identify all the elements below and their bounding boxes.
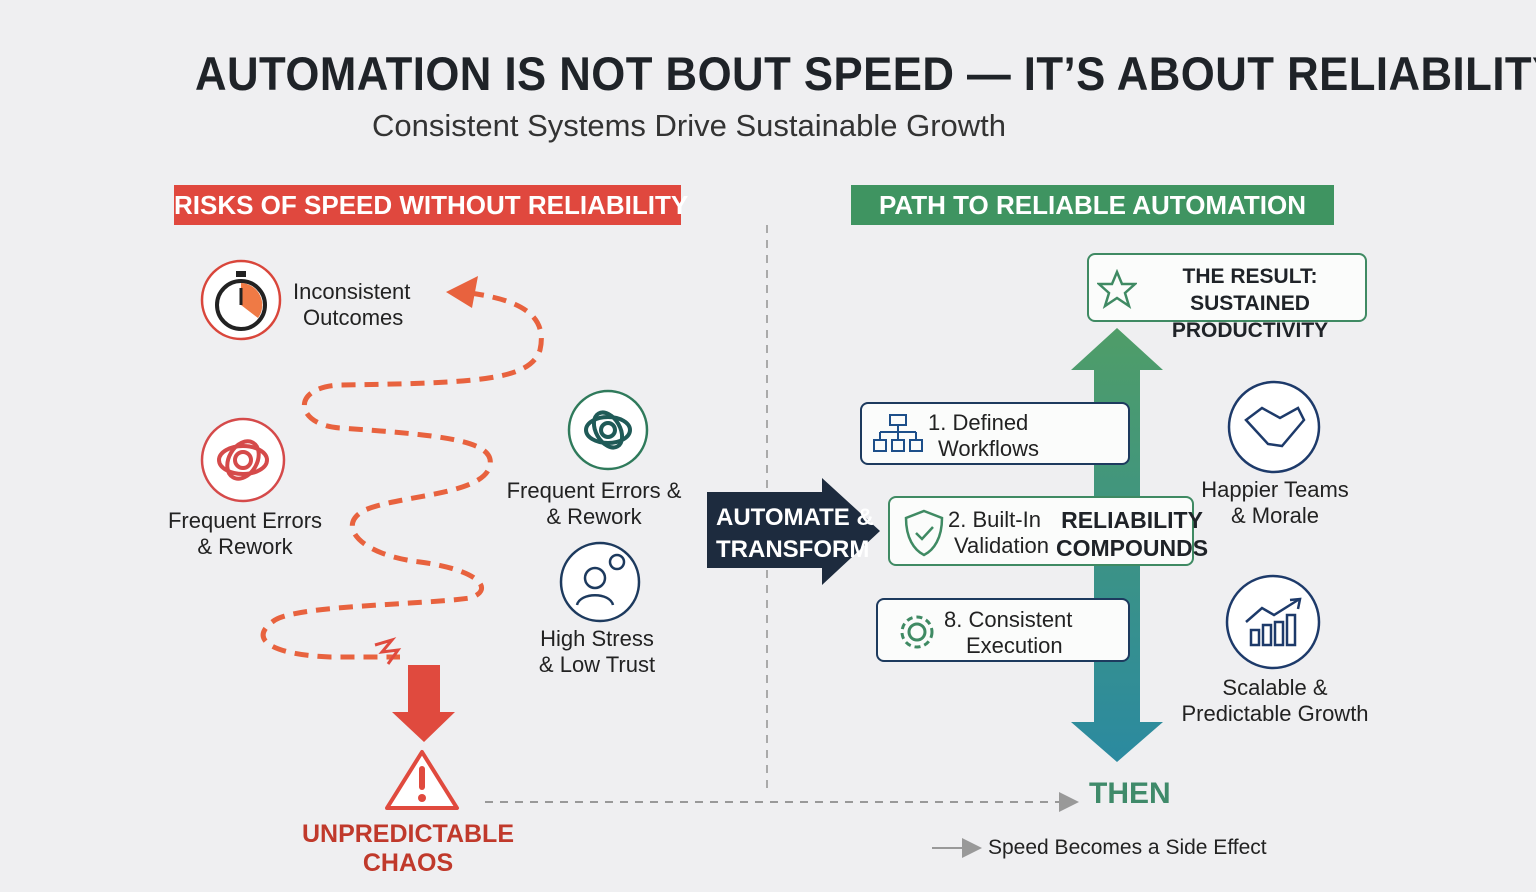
growth-chart-icon <box>1225 574 1321 670</box>
path-banner: PATH TO RELIABLE AUTOMATION <box>851 185 1334 225</box>
shield-check-icon <box>904 509 944 557</box>
benefit-line1: Happier Teams <box>1201 477 1349 502</box>
risk-item-errors-left: Frequent Errors & Rework <box>145 508 345 560</box>
stopwatch-icon <box>200 259 282 341</box>
benefit-scalable-growth: Scalable & Predictable Growth <box>1165 675 1385 727</box>
step-built-in-validation: 2. Built-In Validation RELIABILITY COMPO… <box>888 496 1208 566</box>
step-defined-workflows: 1. Defined Workflows <box>860 402 1130 465</box>
star-icon <box>1097 269 1137 309</box>
benefit-line2: Predictable Growth <box>1181 701 1369 726</box>
result-line1: THE RESULT: SUSTAINED <box>1182 265 1318 315</box>
step-line1: 2. Built-In <box>948 507 1041 532</box>
automate-arrow-shape <box>707 478 880 585</box>
warning-icon <box>385 750 459 810</box>
step-consistent-execution: 8. Consistent Execution <box>876 598 1130 662</box>
cycle-icon <box>567 389 649 471</box>
automate-line2: TRANSFORM <box>716 536 870 563</box>
confused-person-icon <box>559 541 641 623</box>
risk-label-line1: High Stress <box>540 626 654 651</box>
chaos-path <box>260 290 544 660</box>
page-title: AUTOMATION IS NOT BOUT SPEED — IT’S ABOU… <box>195 47 1536 100</box>
benefit-line2: & Morale <box>1230 503 1320 528</box>
result-line2: PRODUCTIVITY <box>1171 319 1329 342</box>
risk-label-line2: Outcomes <box>303 305 404 330</box>
result-box: THE RESULT: SUSTAINED PRODUCTIVITY <box>1087 253 1367 342</box>
step-line1: 1. Defined <box>928 410 1029 435</box>
chaos-label: UNPREDICTABLE CHAOS <box>301 820 515 877</box>
automate-transform-label: AUTOMATE & TRANSFORM <box>716 502 874 566</box>
down-arrow-icon <box>392 665 455 742</box>
risk-label-line2: & Rework <box>546 504 642 529</box>
chaos-arrowhead-icon <box>446 276 478 308</box>
step-line2: Execution <box>966 633 1063 658</box>
workflow-icon <box>873 414 923 452</box>
risk-label-line2: & Rework <box>197 534 293 559</box>
then-label: THEN <box>1089 777 1171 810</box>
automate-line1: AUTOMATE & <box>716 504 874 531</box>
risk-label-line1: Frequent Errors <box>167 508 323 533</box>
gear-icon <box>900 615 934 649</box>
risk-label-line2: & Low Trust <box>538 652 656 677</box>
page-subtitle: Consistent Systems Drive Sustainable Gro… <box>372 108 1007 143</box>
compounds-label: COMPOUNDS <box>1056 535 1209 561</box>
risk-item-inconsistent: Inconsistent Outcomes <box>293 279 410 331</box>
footer-text: Speed Becomes a Side Effect <box>988 836 1267 859</box>
benefit-happier-teams: Happier Teams & Morale <box>1175 477 1375 529</box>
lightning-icon <box>374 637 402 665</box>
benefit-line1: Scalable & <box>1222 675 1328 700</box>
risk-item-stress: High Stress & Low Trust <box>497 626 697 678</box>
handshake-icon <box>1227 380 1321 474</box>
risk-label-line1: Inconsistent <box>293 279 411 304</box>
risk-label-line1: Frequent Errors & <box>506 478 682 503</box>
tangled-loop-icon <box>200 417 286 503</box>
reliability-label: RELIABILITY <box>1061 507 1203 533</box>
step-line2: Workflows <box>938 436 1040 461</box>
risk-item-errors-right: Frequent Errors & & Rework <box>494 478 694 530</box>
step-line1: 8. Consistent <box>944 607 1073 632</box>
step-line2: Validation <box>954 533 1049 558</box>
risks-banner: RISKS OF SPEED WITHOUT RELIABILITY <box>174 185 688 225</box>
